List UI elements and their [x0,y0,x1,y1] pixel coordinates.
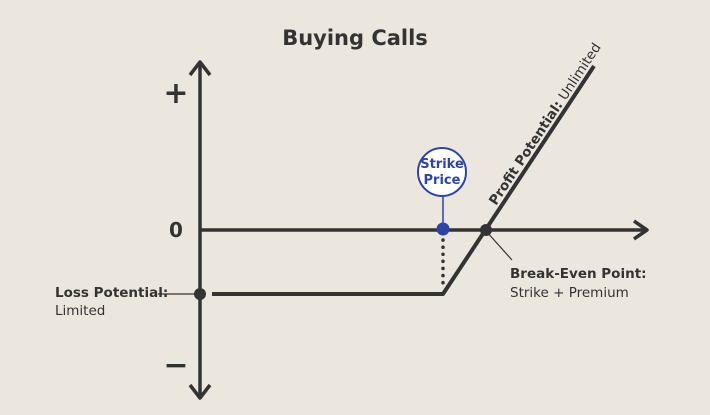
breakeven-leader-line [485,230,513,261]
strike-label-line1: Strike [420,157,464,172]
breakeven-title: Break-Even Point: [510,266,647,282]
loss-point [194,288,206,300]
profit-label-normal: Unlimited [553,40,605,107]
loss-subtitle: Limited [55,303,105,319]
loss-title: Loss Potential: [55,285,168,301]
zero-label: 0 [169,218,183,242]
breakeven-point [480,224,492,236]
breakeven-subtitle: Strike + Premium [510,285,629,301]
payoff-line [212,64,596,296]
profit-label: Profit Potential: Unlimited [486,40,605,208]
strike-label-line2: Price [424,173,461,188]
x-axis-arrow [633,219,649,241]
y-axis-arrow-top [188,60,212,77]
plus-label: + [163,76,188,111]
minus-label: − [163,348,188,383]
strike-point [436,222,450,236]
y-axis-arrow-bottom [188,383,212,400]
profit-label-bold: Profit Potential: [486,98,566,208]
diagram-title: Buying Calls [282,26,428,50]
strike-bubble [417,147,467,197]
